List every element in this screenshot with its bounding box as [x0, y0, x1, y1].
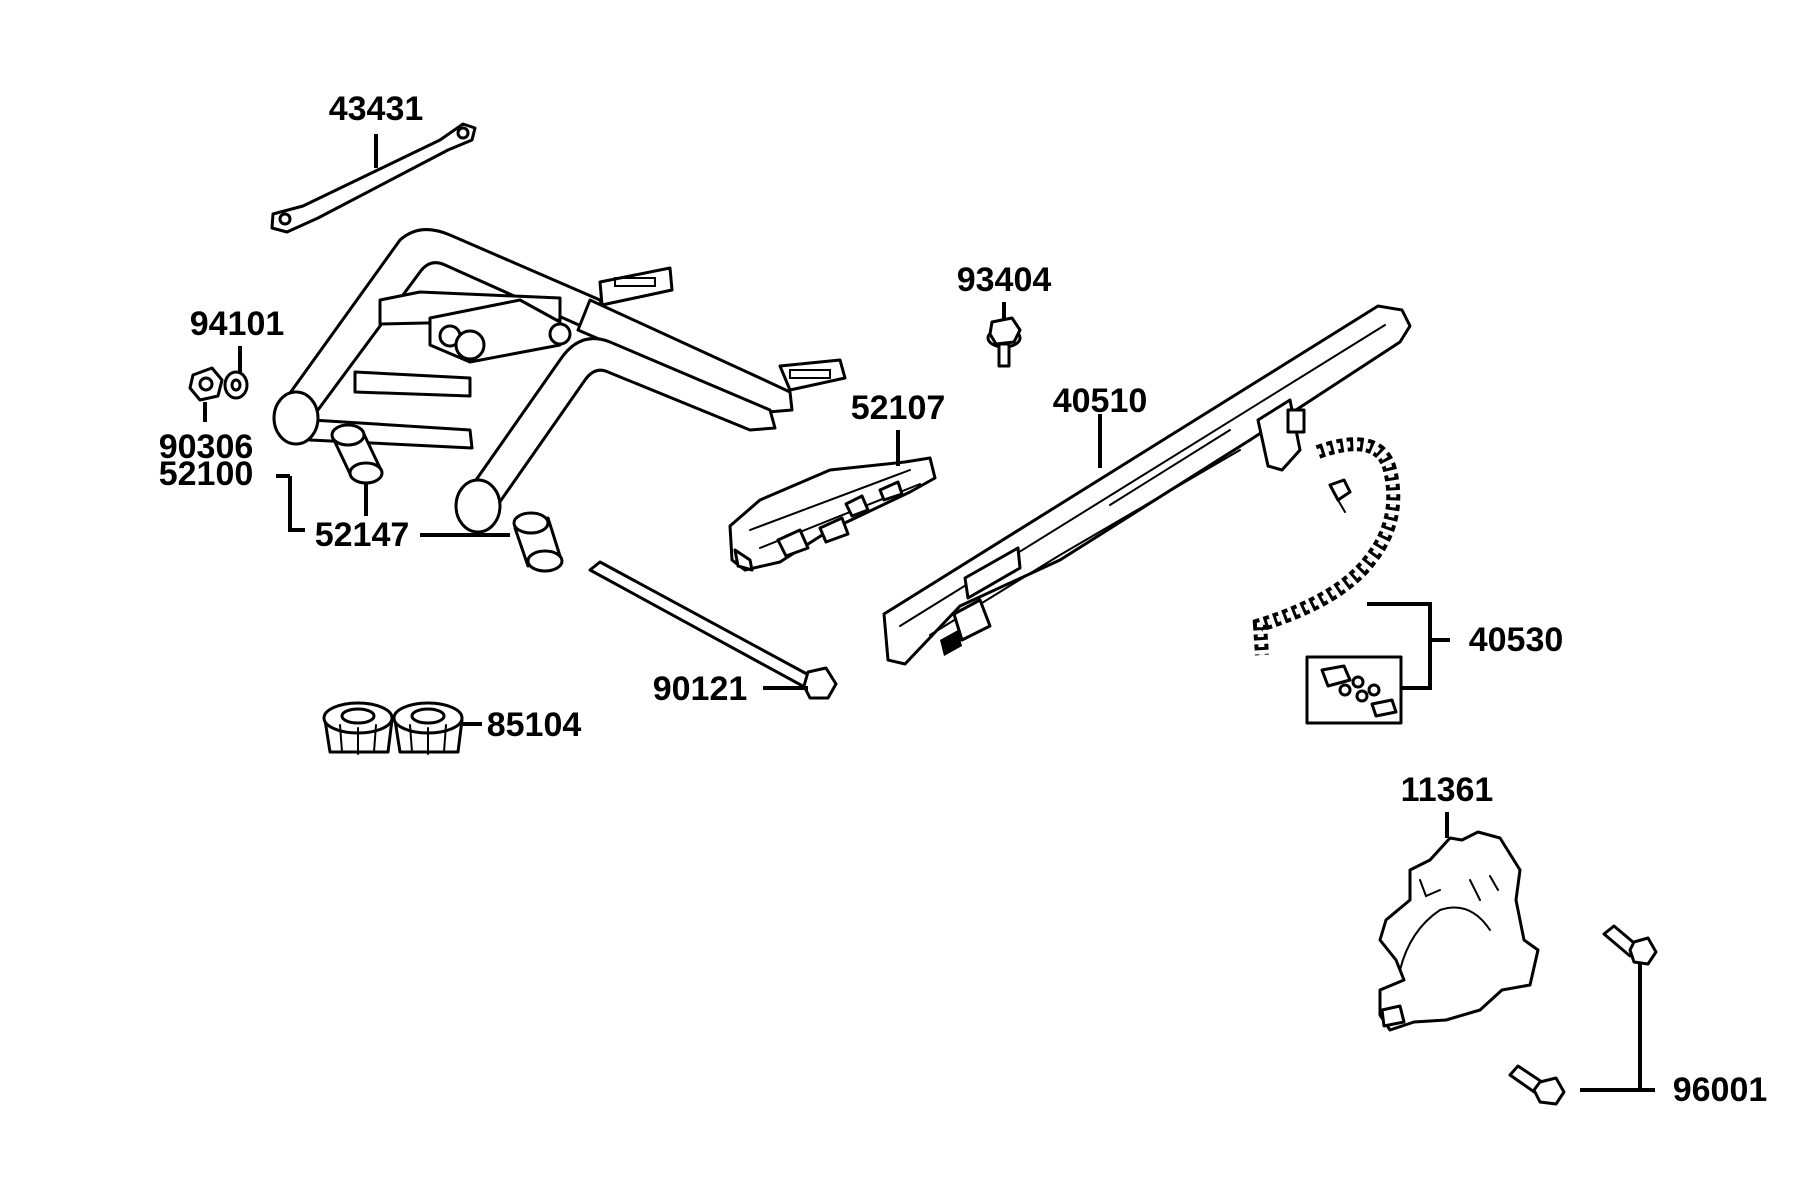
leader-96001: [1580, 962, 1642, 1092]
label-94101: 94101: [190, 305, 285, 343]
part-94101-washer: [223, 370, 249, 400]
part-90121-axle-bolt: [588, 560, 838, 700]
leader-40530: [1367, 602, 1432, 690]
part-11361-sprocket-cover: [1378, 830, 1540, 1032]
label-90306: 90306: [159, 428, 254, 466]
label-40510: 40510: [1053, 382, 1148, 420]
part-85104-grommet-left: [322, 701, 394, 755]
leader-52100: [288, 476, 300, 532]
label-96001: 96001: [1673, 1071, 1768, 1109]
label-85104: 85104: [487, 706, 582, 744]
label-52100: 52100: [159, 455, 254, 493]
part-96001-bolt-lower: [1508, 1064, 1566, 1106]
part-96001-bolt-upper: [1602, 924, 1658, 966]
part-85104-grommet-right: [392, 701, 464, 755]
part-40530-master-link-kit: [1305, 655, 1403, 725]
part-90306-nut: [188, 366, 224, 402]
part-93404-bolt: [986, 316, 1022, 368]
label-93404: 93404: [957, 261, 1052, 299]
label-52107: 52107: [851, 389, 946, 427]
part-40530-drive-chain: [1252, 437, 1401, 656]
part-52147-bushing-lower: [512, 511, 564, 573]
part-40510-chain-guard: [882, 304, 1412, 666]
part-52107-chain-slider: [728, 456, 937, 572]
label-40530: 40530: [1469, 621, 1564, 659]
label-90121: 90121: [653, 670, 748, 708]
label-11361: 11361: [1401, 771, 1494, 809]
label-43431: 43431: [329, 90, 424, 128]
part-43431-torque-link: [270, 122, 477, 234]
label-52147: 52147: [315, 516, 410, 554]
part-52100-swing-arm: [272, 228, 847, 534]
